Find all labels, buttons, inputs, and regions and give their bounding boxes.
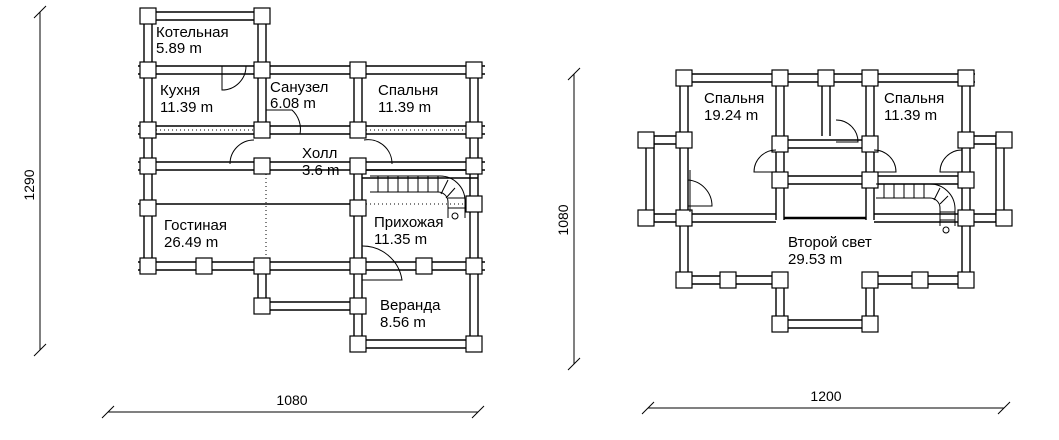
room-name: Санузел xyxy=(270,79,328,96)
room-name: Веранда xyxy=(380,297,441,314)
second-floor-doors xyxy=(687,119,963,212)
room-name: Холл xyxy=(302,145,337,162)
first-floor-rooms: Котельная 5.89 m Кухня 11.39 m Санузел 6… xyxy=(156,24,444,331)
room-area: 3.6 m xyxy=(302,162,340,179)
first-floor-doors xyxy=(221,65,403,281)
room-area: 26.49 m xyxy=(164,234,218,251)
first-floor-log-joints xyxy=(139,7,483,353)
second-floor-log-joints xyxy=(637,69,1013,333)
room-area: 5.89 m xyxy=(156,40,202,57)
room-name: Спальня xyxy=(884,90,944,107)
room-area: 11.35 m xyxy=(374,231,427,248)
room-name: Гостиная xyxy=(164,217,227,234)
first-floor-dotted-lines xyxy=(152,129,470,262)
room-name: Котельная xyxy=(156,24,229,41)
second-floor-dimension-width: 1200 xyxy=(641,388,1011,415)
first-floor-width-label: 1080 xyxy=(276,392,307,408)
second-floor-walls xyxy=(642,73,1008,329)
room-name: Спальня xyxy=(378,82,438,99)
room-name: Прихожая xyxy=(374,214,444,231)
room-area: 6.08 m xyxy=(270,95,316,112)
room-area: 19.24 m xyxy=(704,107,758,124)
room-area: 8.56 m xyxy=(380,314,426,331)
first-floor-stairs xyxy=(370,175,466,220)
second-floor-width-label: 1200 xyxy=(810,388,841,404)
room-name: Второй свет xyxy=(788,234,872,251)
second-floor-rooms: Спальня 19.24 m Спальня 11.39 m Второй с… xyxy=(704,90,944,268)
second-floor-stairs xyxy=(876,183,956,234)
first-floor-dimension-width: 1080 xyxy=(101,392,485,419)
first-floor-dimension-height: 1290 xyxy=(21,5,47,357)
room-area: 11.39 m xyxy=(160,99,213,116)
room-area: 11.39 m xyxy=(378,99,431,116)
second-floor-plan: 1080 1200 Спальня 19.24 m Спальня 11.39 … xyxy=(555,67,1013,415)
first-floor-plan: 1290 1080 Котельная 5.89 m Кухня 11.39 m… xyxy=(21,5,485,419)
room-name: Спальня xyxy=(704,90,764,107)
first-floor-height-label: 1290 xyxy=(21,169,37,200)
room-name: Кухня xyxy=(160,82,200,99)
room-area: 29.53 m xyxy=(788,251,842,268)
second-floor-height-label: 1080 xyxy=(555,204,571,235)
room-area: 11.39 m xyxy=(884,107,937,124)
second-floor-dimension-height: 1080 xyxy=(555,67,581,371)
